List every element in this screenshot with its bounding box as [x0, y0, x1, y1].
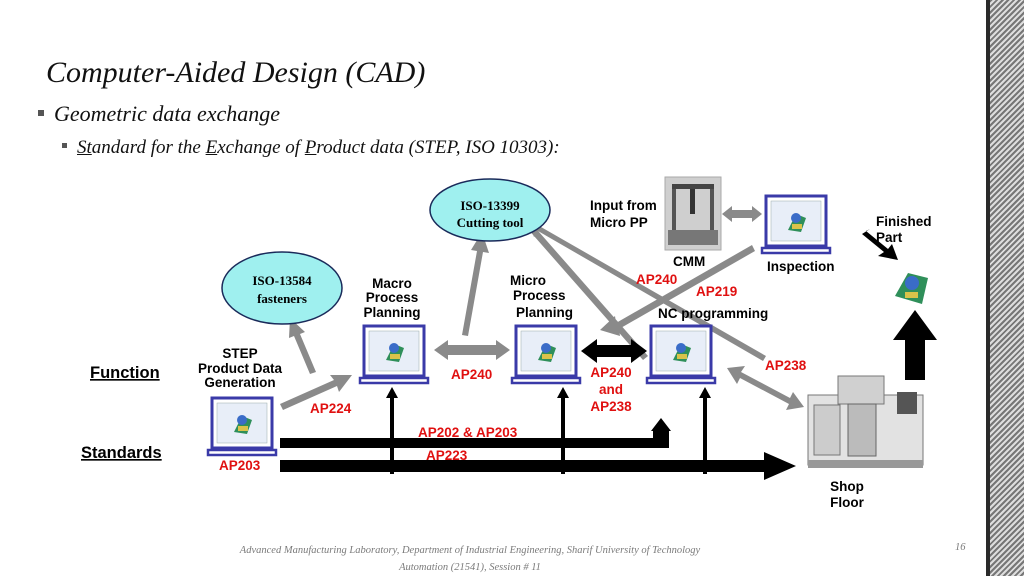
- finished-part-line1: Finished: [876, 214, 932, 229]
- input-from-line2: Micro PP: [590, 215, 648, 230]
- iso13584-line2: fasteners: [257, 291, 307, 306]
- ap223-label: AP223: [426, 448, 468, 463]
- ellipse-iso13399: ISO-13399 Cutting tool: [429, 178, 551, 242]
- macro-line2: Process: [366, 290, 419, 305]
- micro-monitor-icon: [510, 324, 582, 385]
- ap203-label: AP203: [219, 458, 261, 473]
- ap224-label: AP224: [310, 401, 352, 416]
- ap202-bar-arrow: [280, 418, 671, 448]
- iso13584-line1: ISO-13584: [252, 273, 312, 288]
- footer-line1: Advanced Manufacturing Laboratory, Depar…: [239, 545, 701, 556]
- page-number: 16: [955, 542, 966, 553]
- cmm-machine-icon: [664, 176, 722, 251]
- nc-shop-arrow: [727, 366, 804, 410]
- footer-line2: Automation (21541), Session # 11: [399, 562, 541, 573]
- black-arrows: [280, 229, 937, 480]
- inspection-to-micro-arrow: [600, 245, 755, 336]
- finished-part-line2: Part: [876, 230, 903, 245]
- macro-monitor-icon: [358, 324, 430, 385]
- ap240-top-label: AP240: [636, 272, 677, 287]
- ap240-and-line3: AP238: [590, 399, 632, 414]
- macro-line1: Macro: [372, 276, 412, 291]
- bullet-geometric-data-exchange: Geometric data exchange: [38, 101, 280, 127]
- ap240-and-line1: AP240: [590, 365, 631, 380]
- micro-to-iso13399-arrow: [462, 232, 489, 336]
- finished-part-icon: [895, 273, 928, 304]
- ap238-label: AP238: [765, 358, 807, 373]
- micro-line2: Process: [513, 288, 566, 303]
- bullet-step-standard: Standard for the Exchange of Product dat…: [62, 137, 560, 159]
- ellipse-iso13584: ISO-13584 fasteners: [221, 251, 343, 325]
- bullet-square-icon: [38, 109, 44, 116]
- ap202-ap203-label: AP202 & AP203: [418, 425, 518, 440]
- macro-micro-arrow: [434, 340, 510, 360]
- iso13399-line2: Cutting tool: [457, 215, 524, 230]
- input-from-line1: Input from: [590, 198, 657, 213]
- ap240-mid-label: AP240: [451, 367, 492, 382]
- decorative-edge-bar: [986, 0, 991, 576]
- shop-floor-line1: Shop: [830, 479, 864, 494]
- nc-label: NC programming: [658, 306, 768, 321]
- cmm-label: CMM: [673, 254, 705, 269]
- step-to-macro-arrow: [280, 375, 352, 410]
- finished-part-arrow: [862, 229, 898, 260]
- iso13399-line1: ISO-13399: [460, 198, 520, 213]
- step-line3: Generation: [204, 375, 275, 390]
- cmm-inspection-arrow: [722, 206, 762, 222]
- step-line1: STEP: [222, 346, 257, 361]
- slide-footer: Advanced Manufacturing Laboratory, Depar…: [190, 542, 750, 576]
- shop-floor-line2: Floor: [830, 495, 864, 510]
- gray-arrows: [280, 206, 804, 410]
- function-label: Function: [90, 364, 160, 382]
- nc-up-arrow: [699, 387, 711, 474]
- ap219-label: AP219: [696, 284, 737, 299]
- ap223-bar-arrow: [280, 452, 796, 480]
- inspection-monitor-icon: [760, 194, 832, 255]
- shop-up-arrow: [893, 310, 937, 380]
- step-line2: Product Data: [198, 361, 283, 376]
- macro-up-arrow: [386, 387, 398, 474]
- step-to-iso13584-arrow: [289, 318, 316, 374]
- inspection-label: Inspection: [767, 259, 835, 274]
- step-monitor-icon: [206, 396, 278, 457]
- micro-line3: Planning: [516, 305, 573, 320]
- decorative-hatched-strip: [990, 0, 1024, 576]
- bullet-square-icon: [62, 143, 67, 149]
- standards-label: Standards: [81, 444, 162, 462]
- nc-monitor-icon: [645, 324, 717, 385]
- slide-title: Computer-Aided Design (CAD): [46, 56, 426, 89]
- ap240-and-line2: and: [599, 382, 623, 397]
- shop-floor-machine-icon: [807, 375, 924, 468]
- micro-line1: Micro: [510, 273, 546, 288]
- macro-line3: Planning: [364, 305, 421, 320]
- micro-up-arrow: [557, 387, 569, 474]
- micro-nc-arrow: [581, 339, 647, 363]
